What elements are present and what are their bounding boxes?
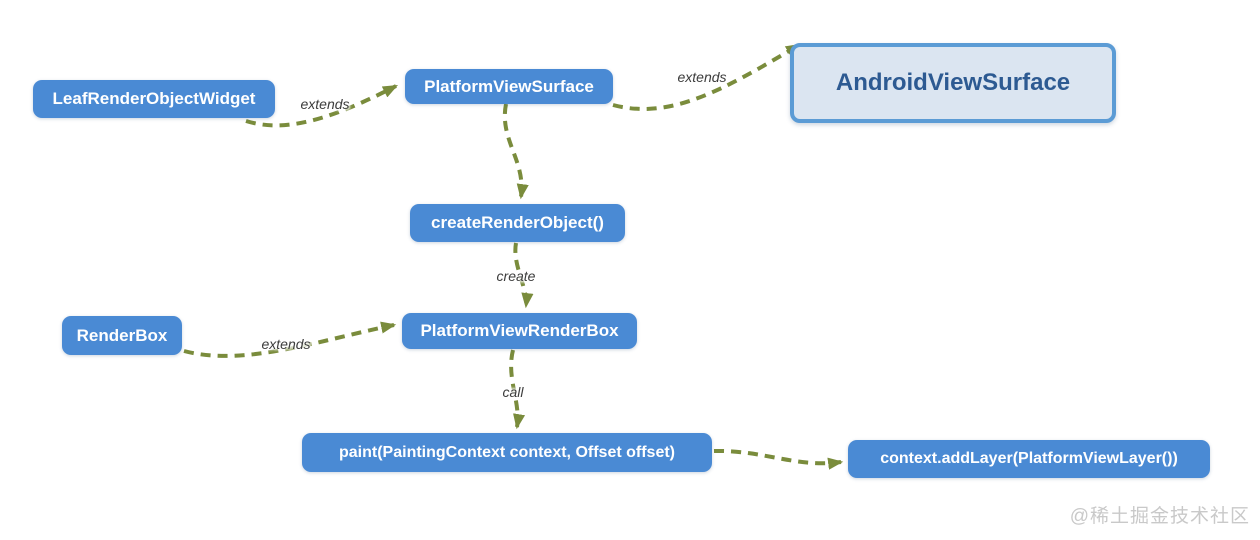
edge-label-call: call [502, 384, 524, 400]
edge-extends-pvs-to-avs [612, 43, 801, 111]
node-paint-method: paint(PaintingContext context, Offset of… [302, 433, 712, 472]
edge-extends-renderbox-to-pvrb [183, 321, 397, 358]
node-platform-view-surface: PlatformViewSurface [405, 69, 613, 104]
edge-call-pvrb-to-paint [509, 349, 526, 430]
edge-paint-to-addlayer [713, 448, 844, 470]
node-add-layer-call: context.addLayer(PlatformViewLayer()) [848, 440, 1210, 478]
node-leaf-render-object-widget: LeafRenderObjectWidget [33, 80, 275, 118]
watermark-text: @稀土掘金技术社区 [1069, 506, 1250, 527]
node-render-box: RenderBox [62, 316, 182, 355]
edge-label-extends-pvs-to-avs: extends [677, 69, 727, 85]
edge-label-create: create [496, 268, 536, 284]
edge-label-extends-renderbox-to-pvrb: extends [261, 336, 311, 352]
edge-create-cro-to-pvrb [513, 242, 534, 309]
edge-label-extends-leaf-to-pvs: extends [300, 96, 350, 112]
node-android-view-surface: AndroidViewSurface [790, 43, 1116, 123]
edge-pvs-to-createrenderobject [502, 103, 529, 200]
node-platform-view-render-box: PlatformViewRenderBox [402, 313, 637, 349]
node-create-render-object: createRenderObject() [410, 204, 625, 242]
